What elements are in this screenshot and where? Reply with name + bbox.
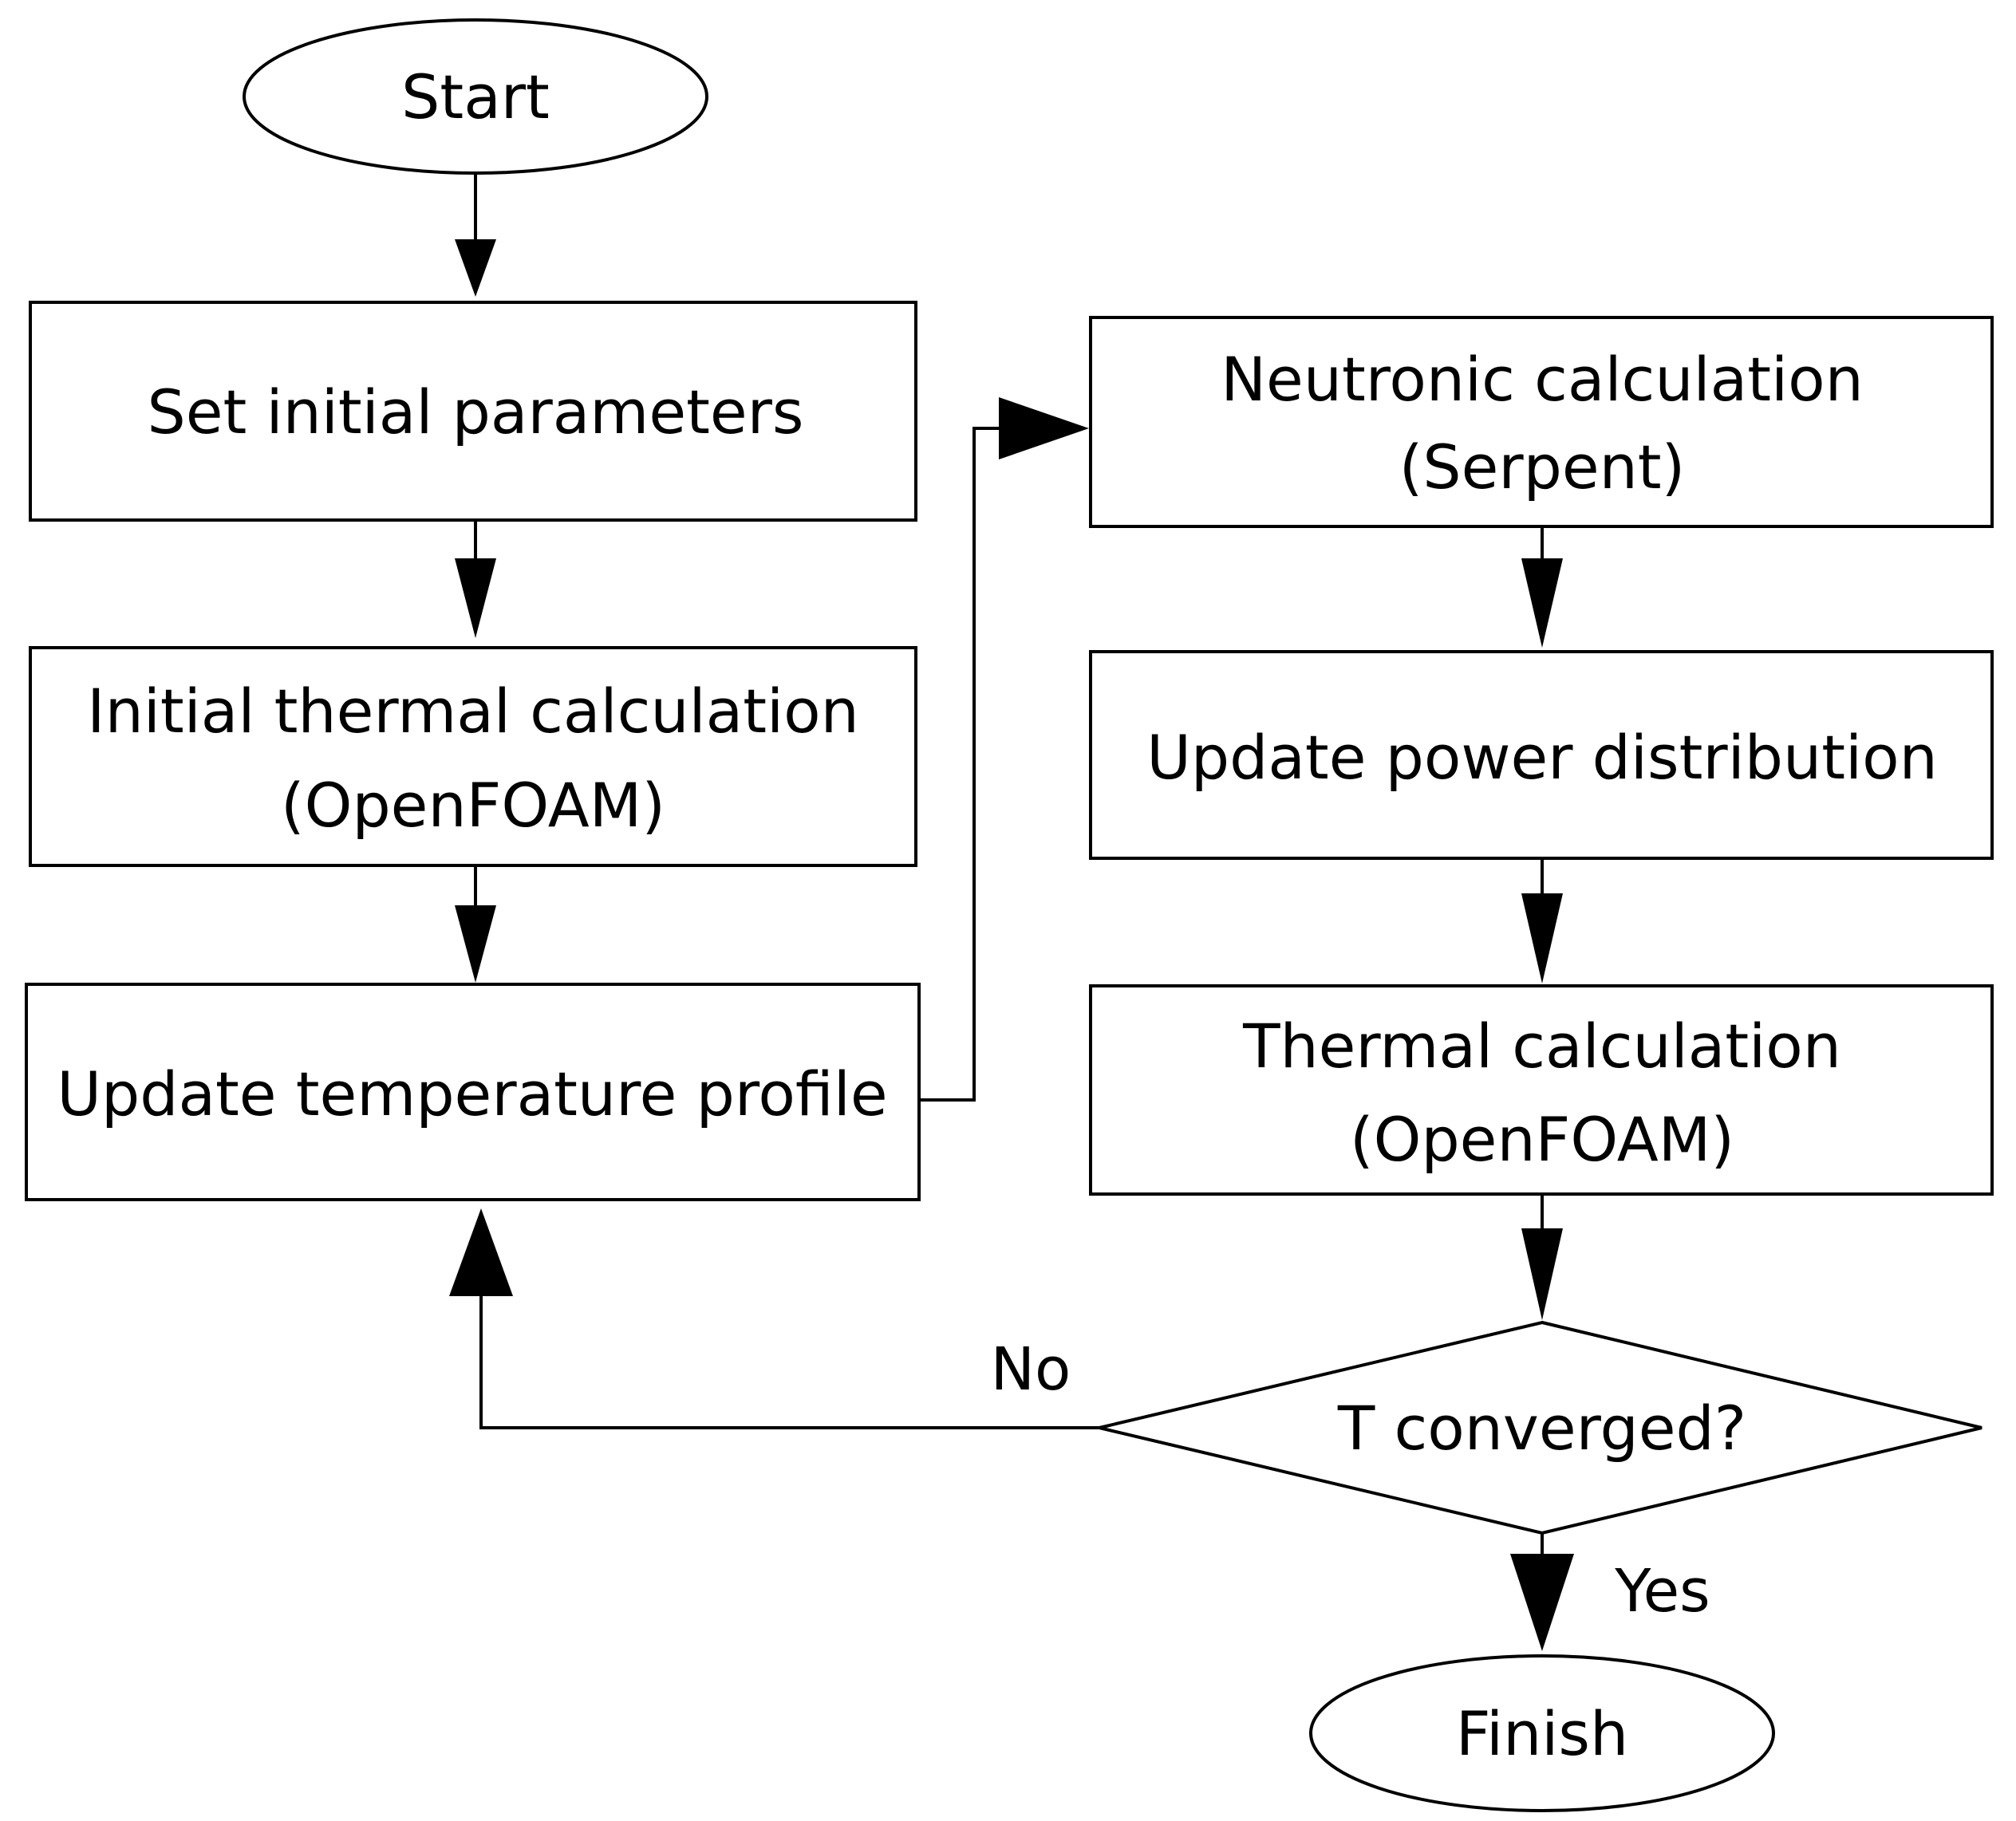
initial-thermal-box (29, 646, 917, 867)
arrowhead-down-to-initial-thermal (455, 558, 496, 638)
update-power-box (1089, 650, 1994, 860)
update-temp-box (25, 983, 921, 1201)
arrowhead-down-to-finish (1510, 1554, 1574, 1651)
thermal-label-line2: (OpenFOAM) (1350, 1104, 1734, 1175)
neutronic-label-line1: Neutronic calculation (1221, 344, 1864, 415)
edge-label-no: No (991, 1335, 1071, 1404)
arrowhead-down-to-thermal (1521, 893, 1563, 983)
set-params-label: Set initial parameters (148, 376, 804, 447)
set-params-box (29, 301, 917, 522)
node-labels: Start Set initial parameters Initial the… (57, 61, 1937, 1769)
connector-decision-no-loop (479, 1296, 1099, 1429)
arrowhead-down-to-decision (1521, 1228, 1563, 1320)
neutronic-box (1089, 316, 1994, 528)
edge-label-yes: Yes (1614, 1557, 1710, 1626)
arrowhead-down-to-update-temp (455, 905, 496, 983)
start-label: Start (401, 61, 550, 132)
finish-label: Finish (1456, 1698, 1628, 1769)
arrowhead-down-to-update-power (1521, 558, 1563, 648)
initial-thermal-label-line1: Initial thermal calculation (87, 676, 859, 747)
start-terminal (243, 18, 708, 175)
edge-labels: No Yes (991, 1335, 1710, 1626)
initial-thermal-label-line2: (OpenFOAM) (281, 770, 665, 841)
thermal-label-line1: Thermal calculation (1242, 1011, 1841, 1082)
thermal-box (1089, 984, 1994, 1196)
decision-diamond (1099, 1320, 1982, 1535)
finish-terminal (1309, 1654, 1775, 1812)
update-temp-label: Update temperature profile (57, 1058, 887, 1129)
neutronic-label-line2: (Serpent) (1399, 432, 1686, 503)
arrowhead-right-to-neutronic (999, 397, 1089, 459)
arrowhead-down-to-set-params (455, 239, 496, 297)
arrowhead-up-to-update-temp (449, 1208, 513, 1296)
arrowheads (449, 239, 1574, 1651)
update-power-label: Update power distribution (1146, 722, 1938, 793)
nodes (25, 18, 1994, 1812)
connector-update-temp-to-neutronic (919, 427, 999, 1102)
connectors (474, 173, 1544, 1571)
decision-label: T converged? (1337, 1393, 1746, 1464)
